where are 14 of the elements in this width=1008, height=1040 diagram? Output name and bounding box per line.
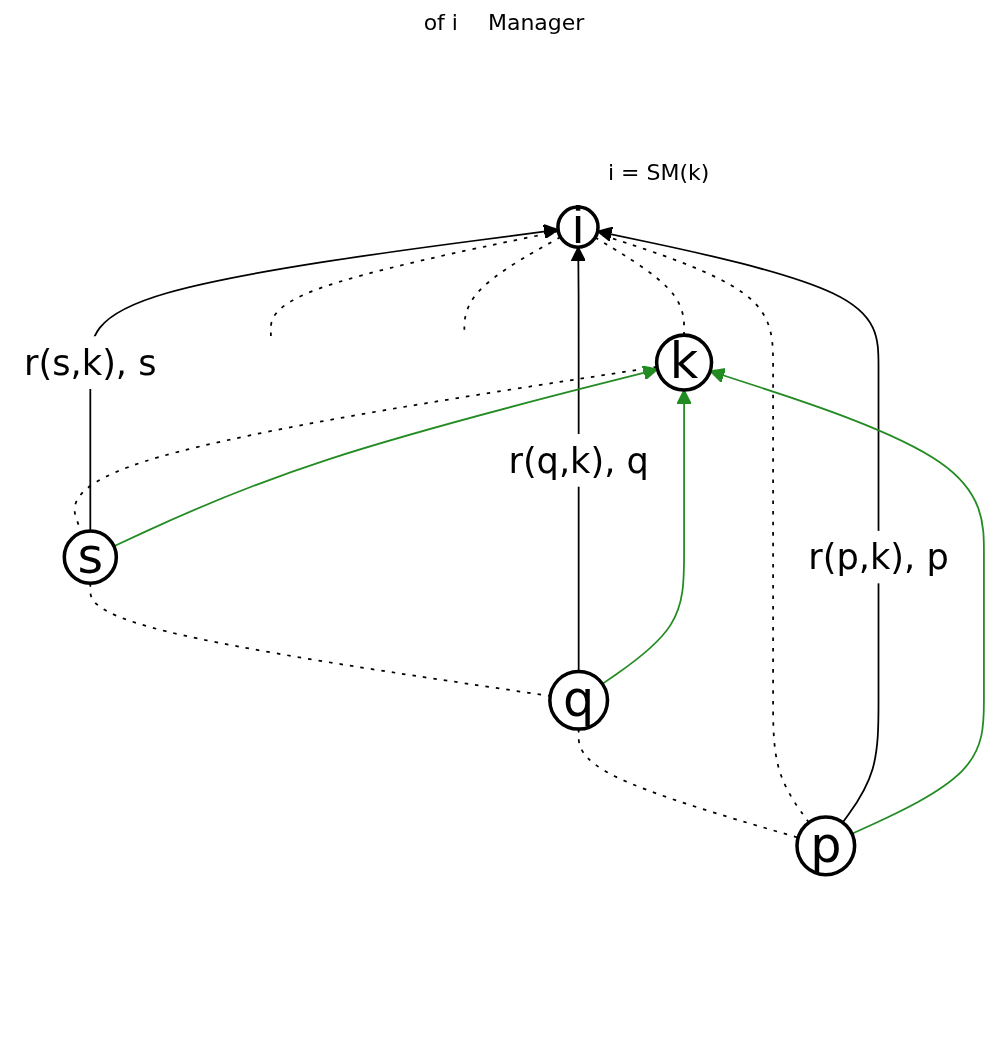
note-text: of i	[423, 10, 458, 35]
node-circle: k	[654, 333, 714, 392]
node-circle: s	[62, 529, 119, 585]
node-circle: q	[548, 669, 610, 731]
edge-label: r(p,k), p	[808, 536, 949, 579]
node-annotation: i = SM(k)	[608, 160, 710, 186]
arrow	[709, 368, 985, 835]
note-text: Manager	[487, 10, 585, 35]
arrow	[601, 389, 692, 685]
arrow	[89, 223, 559, 532]
arrow	[596, 226, 880, 824]
edge-label: r(s,k), s	[24, 341, 157, 384]
edge-label: r(q,k), q	[508, 439, 649, 482]
node-circle: p	[795, 815, 857, 877]
